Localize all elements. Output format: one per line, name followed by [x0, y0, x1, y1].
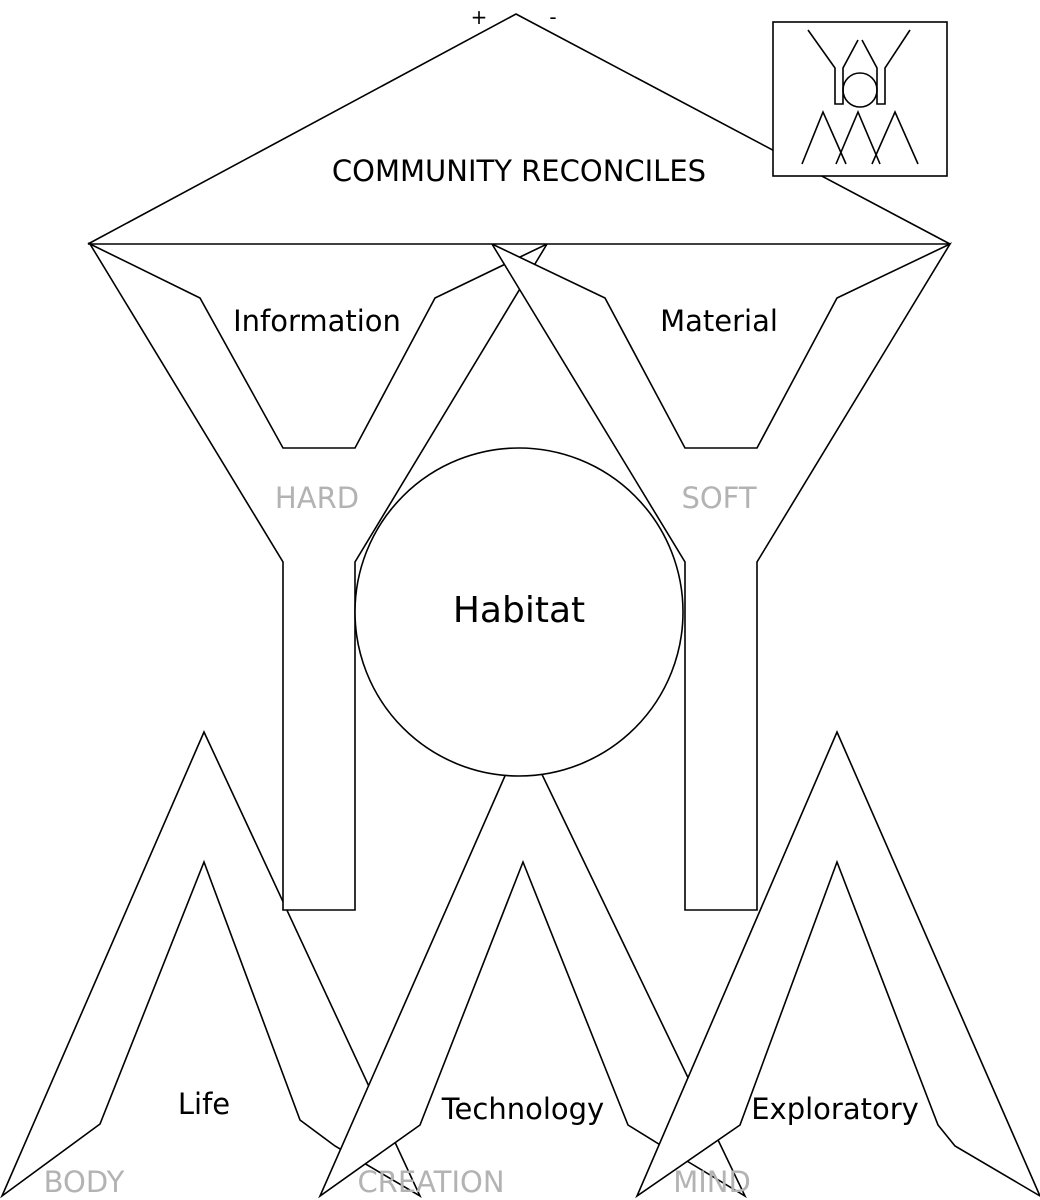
label-exploratory: Exploratory — [751, 1092, 919, 1126]
label-hard: HARD — [275, 481, 359, 515]
label-information: Information — [233, 304, 401, 338]
label-habitat: Habitat — [453, 590, 585, 631]
label-creation: CREATION — [357, 1165, 504, 1199]
roof-triangle — [87, 13, 951, 245]
habitat-circle — [354, 447, 684, 777]
label-technology: Technology — [441, 1092, 604, 1126]
label-life: Life — [178, 1087, 230, 1121]
lambda-middle — [318, 733, 747, 1199]
label-body: BODY — [44, 1165, 125, 1199]
lambda-left — [0, 730, 422, 1199]
roof-title: COMMUNITY RECONCILES — [332, 154, 706, 188]
label-soft: SOFT — [681, 481, 756, 515]
plus-sign: + — [471, 5, 488, 29]
lambda-right — [635, 729, 1040, 1199]
community-emblem-icon — [772, 21, 948, 177]
label-material: Material — [660, 304, 778, 338]
label-mind: MIND — [673, 1165, 751, 1199]
minus-sign: - — [549, 5, 556, 29]
